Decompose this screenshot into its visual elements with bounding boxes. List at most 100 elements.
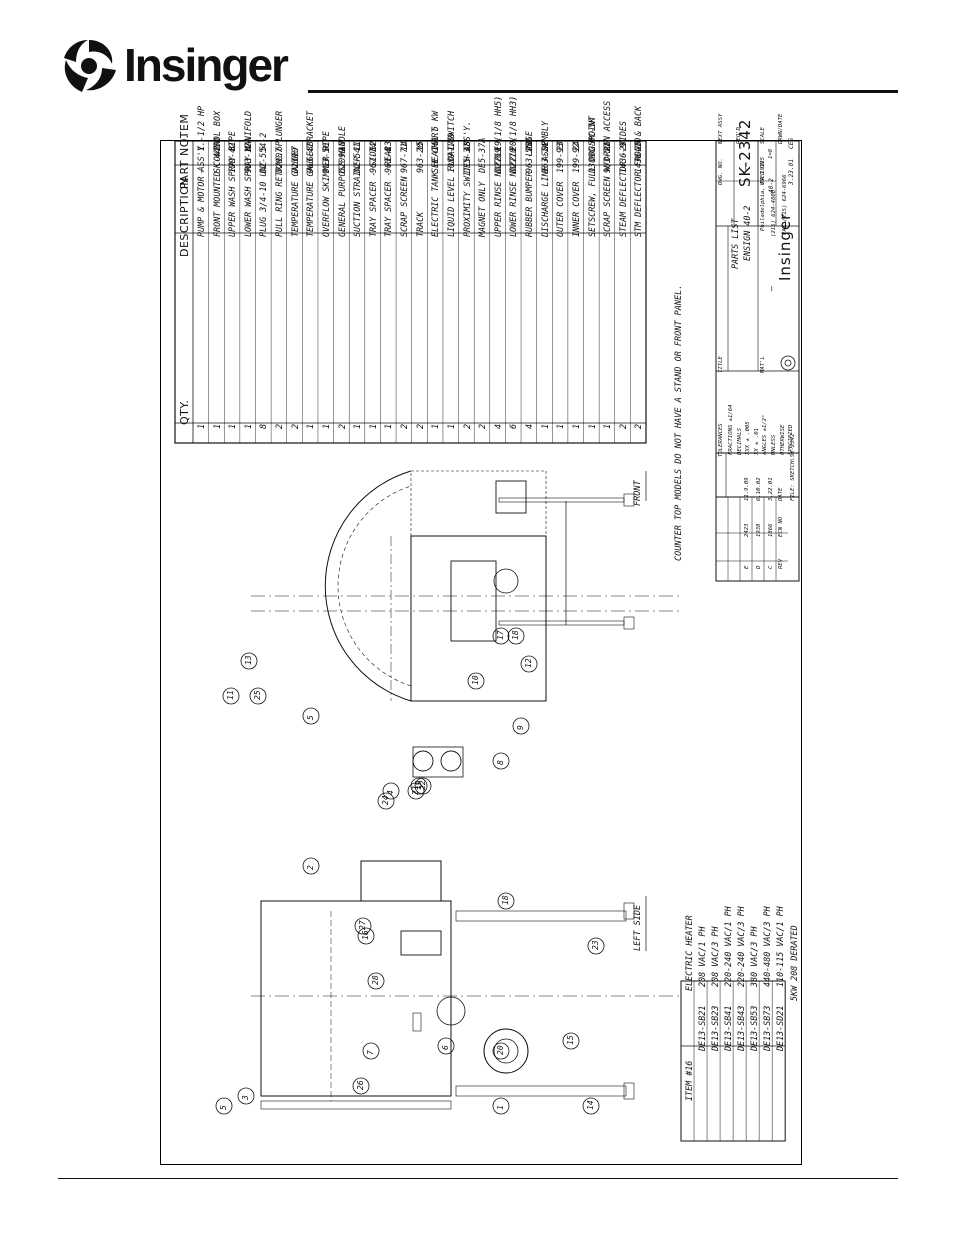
parts-description: TEMPERATURE GAUGE BRACKET bbox=[305, 110, 316, 237]
heater-voltage: 110-115 VAC/1 PH bbox=[775, 906, 786, 987]
scale-label: SCALE bbox=[760, 127, 766, 144]
callout-bubble bbox=[587, 937, 605, 955]
callout-number: 5 bbox=[219, 1105, 228, 1110]
callout-number: 26 bbox=[356, 1080, 365, 1090]
callout-bubble bbox=[512, 717, 530, 735]
callout-bubble bbox=[357, 927, 375, 945]
callout-bubble bbox=[302, 707, 320, 725]
parts-description: LOWER RINSE NOZZLE (1/8 HH3) bbox=[508, 95, 519, 237]
tolerance-line: XXX ± .005 bbox=[745, 421, 752, 455]
parts-quantity: 1 bbox=[305, 423, 316, 429]
revision-letter: D bbox=[756, 565, 762, 569]
callout-bubble bbox=[249, 687, 267, 705]
parts-header-qty: QTY. bbox=[178, 399, 191, 425]
parts-description: SCRAP SCREEN W/DRAIN ACCESS bbox=[602, 100, 613, 237]
parts-quantity: 1 bbox=[430, 423, 441, 429]
front-view-label: FRONT bbox=[633, 480, 643, 506]
callout-bubble bbox=[492, 1097, 510, 1115]
parts-quantity: 8 bbox=[258, 423, 269, 429]
parts-description: PLUG 3/4-10 UNC bbox=[258, 161, 269, 237]
parts-quantity: 1 bbox=[320, 423, 331, 429]
parts-description: SUCTION STRAINER bbox=[352, 156, 363, 237]
address-line-1: Philadelphia, PA 19135 bbox=[760, 156, 766, 231]
parts-quantity: 2 bbox=[414, 423, 425, 429]
pump-motor bbox=[450, 560, 497, 642]
heater-header-item: ITEM #16 bbox=[684, 1060, 694, 1101]
callout-bubble bbox=[410, 777, 428, 795]
callout-bubble bbox=[377, 792, 395, 810]
callout-number: 10 bbox=[471, 675, 480, 685]
callout-number: 9 bbox=[516, 725, 525, 730]
scale-value: 1=8 bbox=[768, 148, 774, 159]
parts-description: SCRAP SCREEN bbox=[399, 176, 410, 237]
callout-bubble bbox=[507, 627, 525, 645]
drawing-lines bbox=[174, 141, 800, 1142]
callout-number: 17 bbox=[496, 630, 505, 640]
callout-bubble bbox=[437, 1037, 455, 1055]
scrap-screen-access bbox=[400, 930, 442, 956]
stand-leg-left bbox=[455, 1085, 627, 1097]
callout-bubble bbox=[492, 752, 510, 770]
parts-quantity: 1 bbox=[383, 423, 394, 429]
parts-description: OUTER COVER bbox=[555, 181, 566, 237]
callout-number: 12 bbox=[524, 658, 533, 668]
revision-file: FILE: SKETCH\SK-2342 bbox=[790, 433, 796, 501]
heater-note: 5KW 208 DERATED bbox=[789, 925, 800, 1001]
callout-number: 1 bbox=[496, 1105, 505, 1110]
parts-description: PULL RING RETRAC. PLUNGER bbox=[274, 110, 285, 237]
proximity-switch bbox=[412, 1012, 422, 1032]
pump-fitting bbox=[493, 568, 519, 594]
tolerance-line: OTHERWISE bbox=[779, 424, 786, 455]
parts-quantity: 2 bbox=[461, 423, 472, 429]
parts-quantity: 1 bbox=[196, 423, 206, 429]
parts-description: MAGNET ONLY bbox=[477, 181, 488, 237]
dwg-number: SK-2342 bbox=[736, 118, 754, 187]
callout-number: 13 bbox=[244, 655, 253, 665]
callout-bubble bbox=[492, 627, 510, 645]
parts-description: DISCHARGE LINE ASSEMBLY bbox=[539, 121, 550, 237]
tank-left-side bbox=[260, 900, 452, 1097]
title-line-2: ENSIGN 40-2 bbox=[742, 205, 752, 261]
control-box bbox=[360, 860, 442, 902]
revision-date: 6.10.02 bbox=[756, 477, 762, 501]
parts-quantity: 4 bbox=[524, 423, 535, 429]
tolerance-line: DECIMALS bbox=[736, 428, 743, 455]
callout-number: 3 bbox=[241, 1095, 250, 1100]
title-label: TITLE bbox=[718, 356, 724, 373]
parts-quantity: 2 bbox=[633, 423, 644, 429]
insinger-logo: Insinger bbox=[58, 36, 318, 96]
heater-voltage: 208 VAC/3 PH bbox=[710, 926, 721, 987]
heater-part-number: DE13-SD21 bbox=[775, 1005, 786, 1051]
parts-quantity: 1 bbox=[555, 423, 566, 429]
drawn-date: 3.23.01 bbox=[788, 158, 795, 185]
callout-number: 23 bbox=[591, 940, 600, 950]
parts-description: GENERAL PURPOSE HANDLE bbox=[336, 126, 347, 237]
header-rule bbox=[308, 90, 898, 93]
parts-quantity: 1 bbox=[227, 423, 238, 429]
parts-description: ELECTRIC TANK HEAT 1.5 KW bbox=[430, 110, 441, 237]
footer-rule bbox=[58, 1178, 898, 1179]
heater-voltage: 380 VAC/3 PH bbox=[749, 926, 760, 987]
callout-number: 16 bbox=[361, 930, 370, 940]
matl-value: — bbox=[766, 285, 776, 291]
heater-part-number: DE13-SB73 bbox=[762, 1005, 773, 1051]
outer-cover-arc bbox=[324, 470, 412, 702]
callout-bubble bbox=[352, 1077, 370, 1095]
tolerances-title: TOLERANCES bbox=[718, 423, 724, 457]
next-assy-label: NEXT ASSY bbox=[718, 113, 724, 144]
parts-quantity: 1 bbox=[586, 423, 597, 429]
parts-description: TRACK bbox=[414, 211, 425, 237]
parts-quantity: 2 bbox=[399, 423, 410, 429]
stand-leg bbox=[498, 620, 625, 626]
callout-bubble bbox=[582, 1097, 600, 1115]
callout-bubble bbox=[367, 972, 385, 990]
pump-housing-left bbox=[436, 996, 466, 1026]
callout-bubble bbox=[362, 1042, 380, 1060]
left-side-view-label: LEFT SIDE bbox=[633, 904, 643, 951]
counter-top-note: COUNTER TOP MODELS DO NOT HAVE A STAND O… bbox=[674, 284, 684, 561]
dwg-no-label: DWG. NO. bbox=[718, 158, 724, 185]
stand-leg-left bbox=[455, 910, 627, 922]
titleblock-brand: Insinger bbox=[776, 212, 794, 281]
callout-bubble bbox=[467, 672, 485, 690]
parts-description: TRAY SPACER - SIDE bbox=[367, 146, 378, 237]
